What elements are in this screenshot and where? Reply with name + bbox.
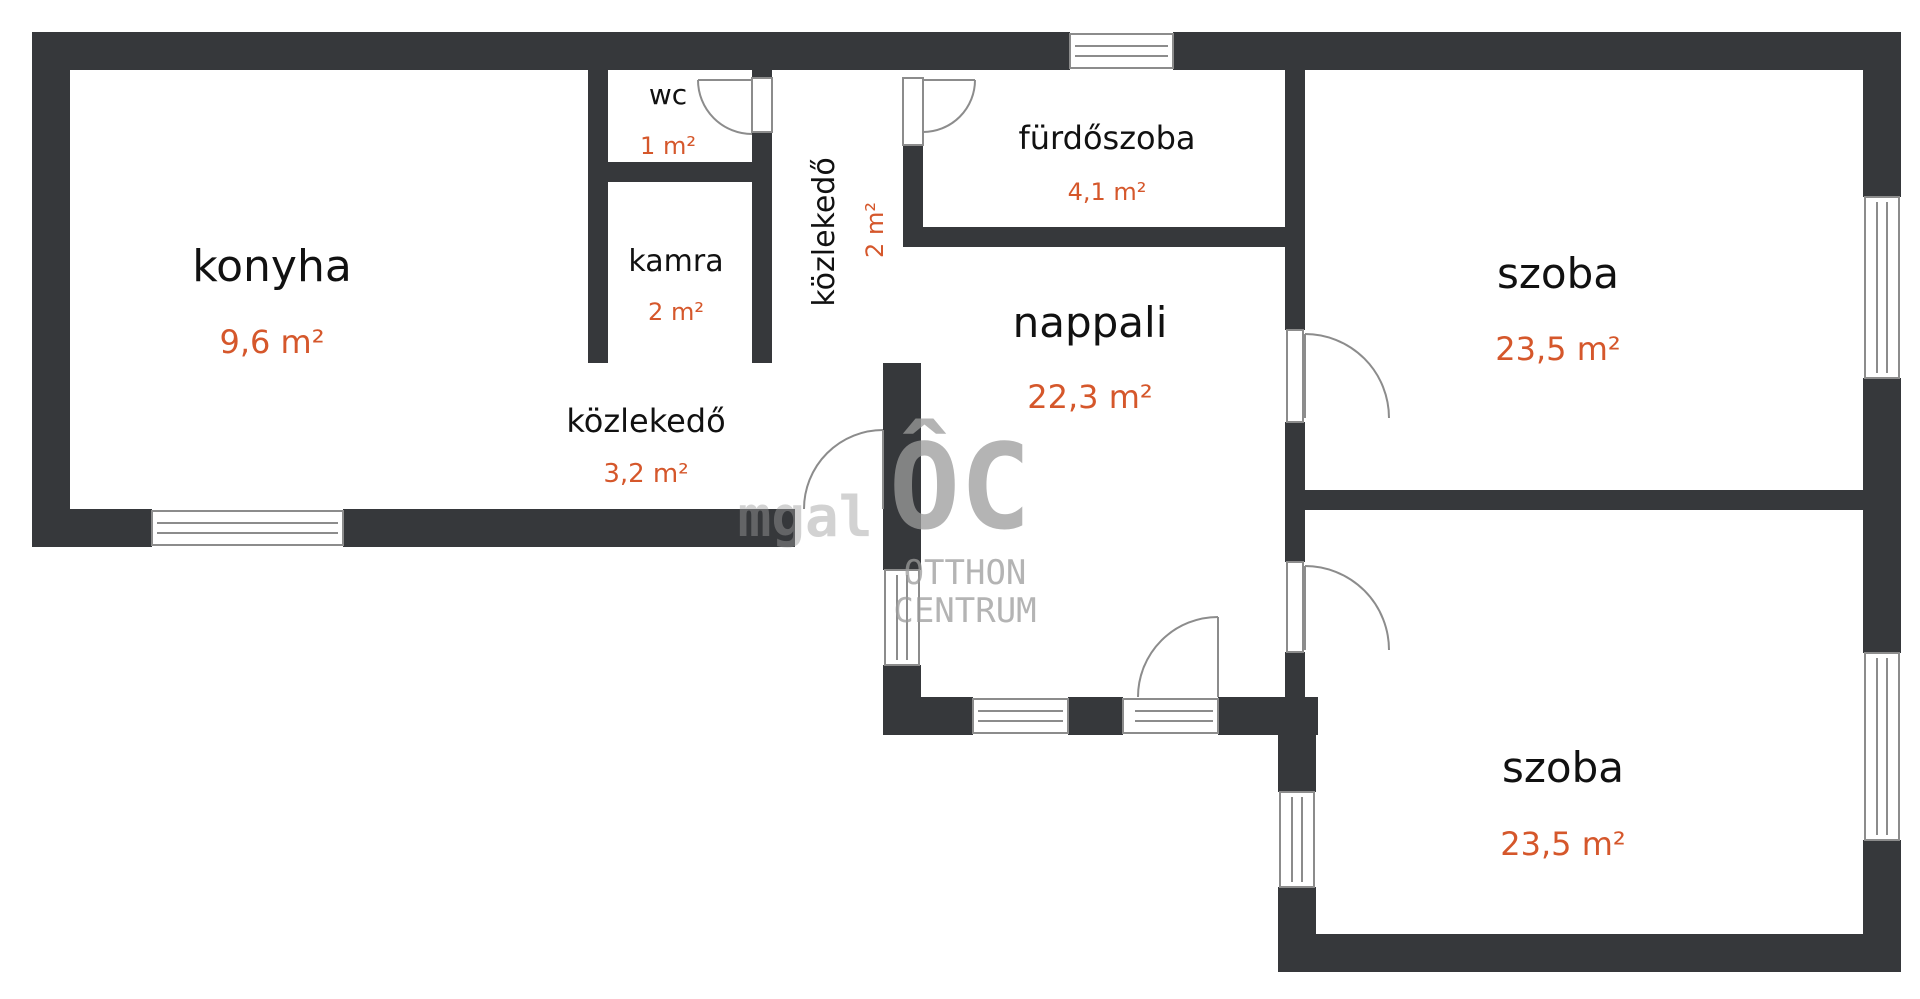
- wall-wc-right: [752, 70, 772, 78]
- room-area-furdoszoba: 4,1 m²: [1068, 178, 1147, 206]
- wall-left: [32, 32, 70, 547]
- wall-bottom-right: [1278, 934, 1901, 972]
- walls: [32, 32, 1901, 972]
- wall-center-c: [1285, 652, 1305, 717]
- window-nappali-bottom: [972, 698, 1069, 734]
- wall-top-right: [1173, 32, 1901, 70]
- room-area-kozlekedo-vertical: 2 m²: [861, 202, 889, 258]
- watermark-line1: OTTHON: [904, 553, 1027, 593]
- room-labels: konyha 9,6 m² wc 1 m² kamra 2 m² közleke…: [192, 78, 1626, 863]
- door-szoba-lower: [1286, 561, 1390, 653]
- room-area-wc: 1 m²: [640, 132, 696, 160]
- window-right-lower: [1864, 652, 1900, 841]
- room-area-szoba-lower: 23,5 m²: [1500, 825, 1625, 863]
- wall-right-c: [1863, 840, 1901, 972]
- wall-center-b: [1285, 422, 1305, 562]
- room-name-wc: wc: [649, 78, 687, 111]
- room-name-szoba-lower: szoba: [1502, 743, 1624, 792]
- wall-center-a: [1285, 70, 1305, 330]
- wall-wc-bottom: [588, 162, 771, 182]
- room-name-kozlekedo: közlekedő: [566, 402, 725, 440]
- wall-bottom-left-b: [343, 509, 715, 547]
- wall-nappali-bottom-b: [1068, 697, 1123, 735]
- wall-rooms-divider: [1305, 490, 1863, 510]
- room-area-szoba-upper: 23,5 m²: [1495, 330, 1620, 368]
- door-nappali-bottom: [1122, 616, 1219, 734]
- window-kitchen: [151, 510, 344, 546]
- watermark-fragment: mgal: [738, 485, 873, 550]
- room-name-szoba-upper: szoba: [1497, 249, 1619, 298]
- room-name-furdoszoba: fürdőszoba: [1019, 119, 1196, 157]
- doors: [697, 77, 1390, 734]
- wall-bath-left: [903, 145, 923, 245]
- room-area-kozlekedo: 3,2 m²: [603, 459, 688, 489]
- window-top: [1069, 33, 1174, 69]
- room-name-kozlekedo-vertical: közlekedő: [807, 157, 842, 306]
- room-area-nappali: 22,3 m²: [1027, 378, 1152, 416]
- door-wc: [697, 77, 773, 135]
- door-nappali-corridor: [795, 429, 884, 547]
- wall-wc-kamra-left: [588, 70, 608, 363]
- room-name-kamra: kamra: [628, 244, 723, 279]
- wall-bottom-left-a: [32, 509, 152, 547]
- watermark: ÔC OTTHON CENTRUM mgal: [738, 418, 1037, 631]
- room-area-kamra: 2 m²: [648, 298, 704, 326]
- door-bath: [902, 77, 976, 146]
- windows: [151, 33, 1900, 888]
- wall-bath-bottom: [903, 227, 1305, 247]
- door-szoba-upper: [1286, 329, 1390, 423]
- wall-right-a: [1863, 32, 1901, 197]
- window-lower-room-left: [1279, 791, 1315, 888]
- room-area-konyha: 9,6 m²: [219, 323, 324, 361]
- wall-top-left: [32, 32, 1070, 70]
- room-name-konyha: konyha: [192, 241, 352, 292]
- window-nappali-left: [884, 569, 920, 666]
- wall-nappali-bottom-a: [883, 697, 973, 735]
- window-right-upper: [1864, 196, 1900, 379]
- watermark-line2: CENTRUM: [893, 591, 1036, 631]
- wall-nappali-left-a: [883, 363, 921, 570]
- wall-wc-right-b: [752, 132, 772, 363]
- wall-right-b: [1863, 378, 1901, 653]
- watermark-logo: ÔC: [889, 418, 1031, 556]
- room-name-nappali: nappali: [1013, 298, 1168, 347]
